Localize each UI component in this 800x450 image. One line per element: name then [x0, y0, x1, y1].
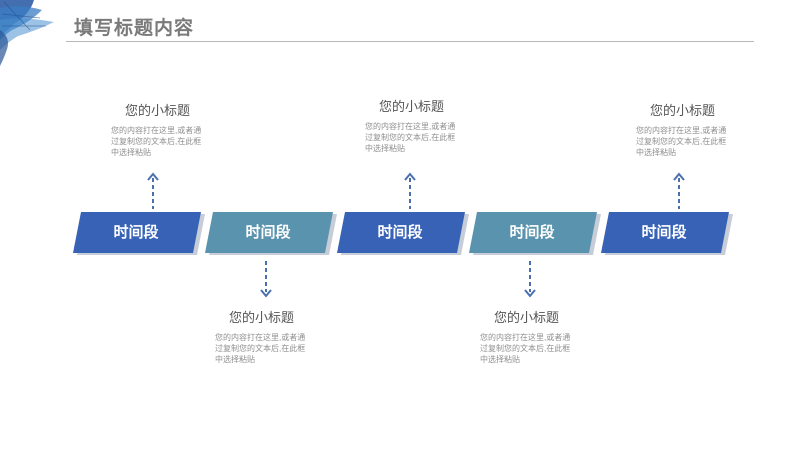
timeline-segment-label: 时间段 — [73, 212, 199, 253]
callout: 您的小标题 您的内容打在这里,或者通过复制您的文本后,在此框中选择粘贴 — [636, 100, 736, 158]
callout-subtitle: 您的小标题 — [494, 307, 580, 326]
timeline-segment: 时间段 — [601, 212, 733, 255]
timeline-segment-label: 时间段 — [205, 212, 331, 253]
page-title: 填写标题内容 — [74, 13, 194, 40]
callout-body: 您的内容打在这里,或者通过复制您的文本后,在此框中选择粘贴 — [480, 332, 572, 365]
callout: 您的小标题 您的内容打在这里,或者通过复制您的文本后,在此框中选择粘贴 — [365, 96, 465, 154]
callout: 您的小标题 您的内容打在这里,或者通过复制您的文本后,在此框中选择粘贴 — [480, 307, 580, 365]
callout-subtitle: 您的小标题 — [125, 100, 211, 119]
timeline-segment-label: 时间段 — [469, 212, 595, 253]
arrow-up-icon — [403, 172, 417, 210]
arrow-down-icon — [523, 260, 537, 298]
callout-subtitle: 您的小标题 — [379, 96, 465, 115]
callout-subtitle: 您的小标题 — [229, 307, 315, 326]
callout: 您的小标题 您的内容打在这里,或者通过复制您的文本后,在此框中选择粘贴 — [215, 307, 315, 365]
arrow-up-icon — [146, 172, 160, 210]
timeline-segment-label: 时间段 — [337, 212, 463, 253]
callout-body: 您的内容打在这里,或者通过复制您的文本后,在此框中选择粘贴 — [111, 125, 203, 158]
callout-body: 您的内容打在这里,或者通过复制您的文本后,在此框中选择粘贴 — [365, 121, 457, 154]
timeline-segment-label: 时间段 — [601, 212, 727, 253]
feather-decoration-icon — [0, 0, 60, 70]
timeline-segment: 时间段 — [337, 212, 469, 255]
callout-body: 您的内容打在这里,或者通过复制您的文本后,在此框中选择粘贴 — [636, 125, 728, 158]
callout: 您的小标题 您的内容打在这里,或者通过复制您的文本后,在此框中选择粘贴 — [111, 100, 211, 158]
timeline-segment: 时间段 — [469, 212, 601, 255]
timeline-segment: 时间段 — [73, 212, 205, 255]
callout-subtitle: 您的小标题 — [650, 100, 736, 119]
title-divider — [66, 41, 754, 42]
arrow-down-icon — [259, 260, 273, 298]
callout-body: 您的内容打在这里,或者通过复制您的文本后,在此框中选择粘贴 — [215, 332, 307, 365]
timeline-segment: 时间段 — [205, 212, 337, 255]
arrow-up-icon — [672, 172, 686, 210]
